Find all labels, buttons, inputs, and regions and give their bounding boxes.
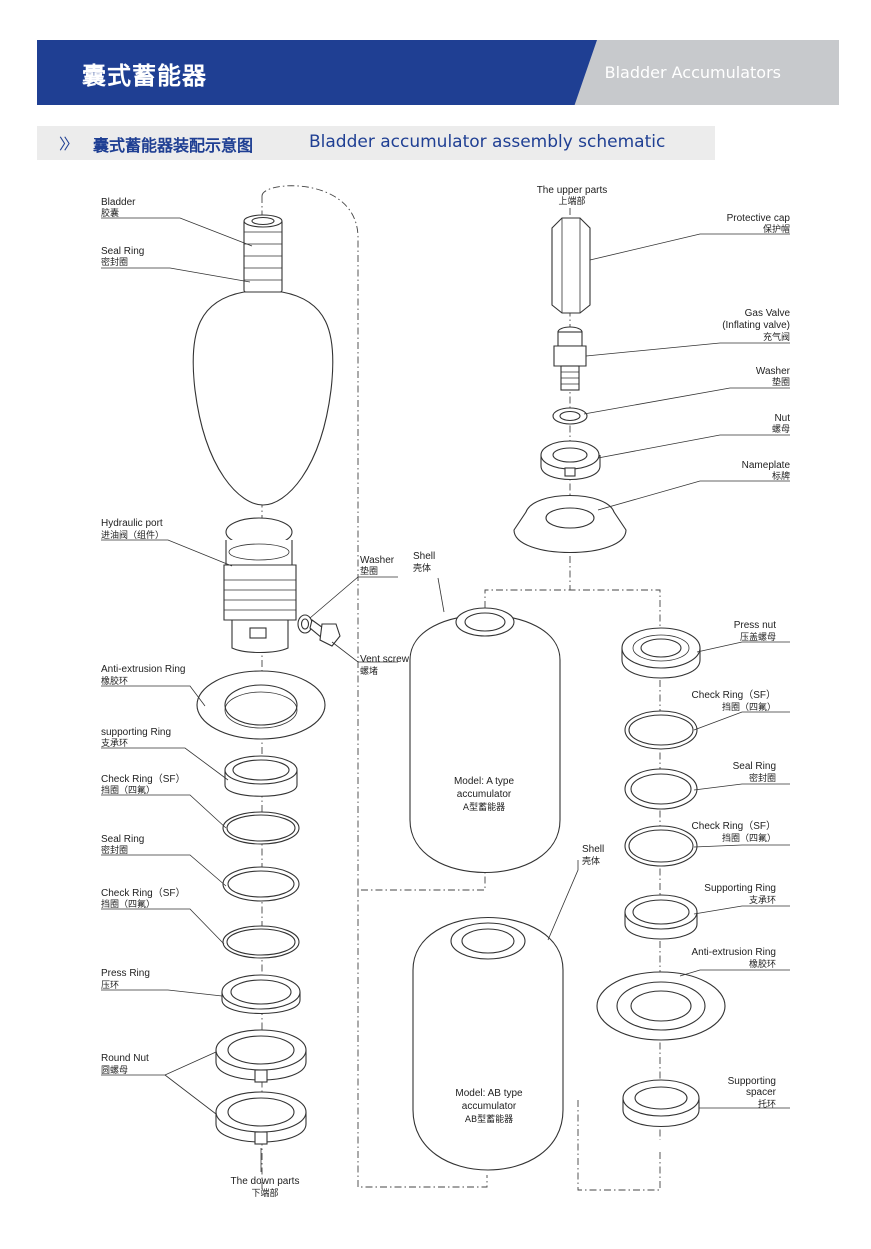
- label-down-parts-cn: 下端部: [251, 1187, 278, 1199]
- section-title-bar: 〉〉 囊式蓄能器装配示意图 Bladder accumulator assemb…: [37, 126, 715, 160]
- label-anti-extrusion-right-cn: 橡胶环: [749, 958, 776, 970]
- label-seal-ring-top-cn: 密封圈: [101, 256, 128, 268]
- gas-valve-part: [553, 326, 587, 391]
- protective-cap-part: [551, 217, 591, 314]
- label-vent-screw-en: Vent screw: [360, 654, 410, 665]
- label-anti-extrusion-left-cn: 橡胶环: [101, 675, 128, 687]
- press-nut-part: [621, 627, 701, 679]
- seal-ring-left-2: [222, 866, 300, 902]
- supporting-ring-right: [624, 894, 698, 940]
- label-seal-ring-left-2-cn: 密封圈: [101, 844, 128, 856]
- check-ring-left-1: [222, 811, 300, 845]
- nameplate-part: [513, 495, 627, 554]
- model-ab-line1: Model: AB type: [455, 1088, 523, 1099]
- section-title-en: Bladder accumulator assembly schematic: [309, 132, 666, 152]
- washer-upper-part: [552, 407, 588, 425]
- label-washer-en: Washer: [360, 555, 395, 566]
- label-press-ring-en: Press Ring: [101, 968, 150, 979]
- round-nut-left-2: [215, 1091, 307, 1145]
- model-a-line1: Model: A type: [454, 776, 514, 787]
- label-hydraulic-port-en: Hydraulic port: [101, 518, 163, 529]
- label-round-nut-en: Round Nut: [101, 1053, 149, 1064]
- label-seal-ring-top-en: Seal Ring: [101, 246, 144, 257]
- label-nut-cn: 螺母: [772, 424, 790, 435]
- label-anti-extrusion-right-en: Anti-extrusion Ring: [692, 947, 776, 958]
- header-title-cn: 囊式蓄能器: [82, 62, 207, 90]
- label-down-parts-en: The down parts: [231, 1176, 300, 1187]
- label-upper-parts-en: The upper parts: [537, 185, 608, 196]
- label-check-ring-right-1-en: Check Ring（SF）: [692, 689, 776, 701]
- label-check-ring-right-2-en: Check Ring（SF）: [692, 820, 776, 832]
- label-supporting-ring-left-en: supporting Ring: [101, 727, 171, 738]
- shell-ab-type: [412, 916, 564, 1171]
- label-check-ring-right-1-cn: 挡圈（四氟）: [722, 701, 776, 713]
- bladder-part: [192, 214, 334, 506]
- label-supporting-ring-right-en: Supporting Ring: [704, 883, 776, 894]
- check-ring-right-2: [624, 825, 698, 867]
- label-washer-upper-cn: 垫圈: [772, 376, 790, 388]
- label-shell-ab-en: Shell: [582, 844, 604, 855]
- anti-extrusion-ring-right: [596, 971, 726, 1041]
- label-press-nut-en: Press nut: [734, 620, 776, 631]
- double-chevron-icon: 〉〉: [59, 135, 78, 153]
- page-header: 囊式蓄能器 Bladder Accumulators: [37, 40, 839, 105]
- supporting-spacer-part: [622, 1079, 700, 1127]
- label-seal-ring-right-cn: 密封圈: [749, 772, 776, 784]
- header-title-en: Bladder Accumulators: [604, 63, 781, 82]
- label-supporting-spacer-cn: 托环: [758, 1098, 776, 1110]
- label-protective-cap-cn: 保护帽: [763, 223, 790, 235]
- label-anti-extrusion-left-en: Anti-extrusion Ring: [101, 664, 185, 675]
- label-gas-valve-cn: 充气阀: [763, 331, 790, 343]
- label-supporting-spacer-en: Supporting: [728, 1076, 776, 1087]
- supporting-ring-left: [224, 755, 298, 797]
- nut-upper-part: [540, 440, 601, 481]
- hydraulic-port-part: [223, 517, 297, 654]
- label-gas-valve-en: Gas Valve: [745, 308, 791, 319]
- label-check-ring-left-2-cn: 挡圈（四氟）: [101, 898, 155, 910]
- model-a-cn: A型蓄能器: [463, 801, 505, 813]
- label-supporting-ring-right-cn: 支承环: [749, 894, 776, 906]
- label-washer-upper-en: Washer: [756, 366, 791, 377]
- shell-a-type: [409, 607, 561, 874]
- label-check-ring-left-2-en: Check Ring（SF）: [101, 887, 185, 899]
- round-nut-left-1: [215, 1029, 307, 1083]
- label-nameplate-cn: 标牌: [772, 470, 790, 482]
- section-title-cn: 囊式蓄能器装配示意图: [93, 136, 254, 155]
- label-upper-parts-cn: 上端部: [558, 195, 585, 207]
- label-check-ring-right-2-cn: 挡圈（四氟）: [722, 832, 776, 844]
- label-shell-a-en: Shell: [413, 551, 435, 562]
- label-vent-screw-cn: 螺堵: [360, 665, 378, 677]
- label-round-nut-cn: 圆螺母: [101, 1065, 128, 1076]
- label-seal-ring-right-en: Seal Ring: [733, 761, 776, 772]
- label-shell-ab-cn: 壳体: [582, 855, 600, 867]
- header-blue-band: [37, 40, 597, 105]
- leader-lines: [101, 217, 790, 1172]
- label-nut-en: Nut: [774, 413, 790, 424]
- label-seal-ring-left-2-en: Seal Ring: [101, 834, 144, 845]
- seal-ring-right: [624, 768, 698, 810]
- label-washer-cn: 垫圈: [360, 565, 378, 577]
- label-bladder-cn: 胶囊: [101, 207, 119, 219]
- label-check-ring-left-1-cn: 挡圈（四氟）: [101, 784, 155, 796]
- label-supporting-ring-left-cn: 支承环: [101, 737, 128, 749]
- washer-vent-screw-part: [297, 614, 341, 647]
- model-ab-cn: AB型蓄能器: [465, 1113, 513, 1125]
- label-bladder-en: Bladder: [101, 197, 136, 208]
- press-ring-left: [221, 974, 301, 1014]
- label-nameplate-en: Nameplate: [742, 460, 791, 471]
- label-gas-valve-en2: (Inflating valve): [722, 320, 790, 331]
- anti-extrusion-ring-left: [196, 670, 326, 740]
- check-ring-left-2: [222, 925, 300, 959]
- label-check-ring-left-1-en: Check Ring（SF）: [101, 773, 185, 785]
- label-press-ring-cn: 压环: [101, 980, 119, 991]
- label-shell-a-cn: 壳体: [413, 562, 431, 574]
- model-a-line2: accumulator: [457, 789, 512, 800]
- label-protective-cap-en: Protective cap: [727, 213, 791, 224]
- label-supporting-spacer-en2: spacer: [746, 1087, 777, 1098]
- model-ab-line2: accumulator: [462, 1101, 517, 1112]
- check-ring-right-1: [624, 710, 698, 750]
- label-hydraulic-port-cn: 进油阀（组件）: [101, 529, 164, 541]
- label-press-nut-cn: 压盖螺母: [740, 631, 776, 643]
